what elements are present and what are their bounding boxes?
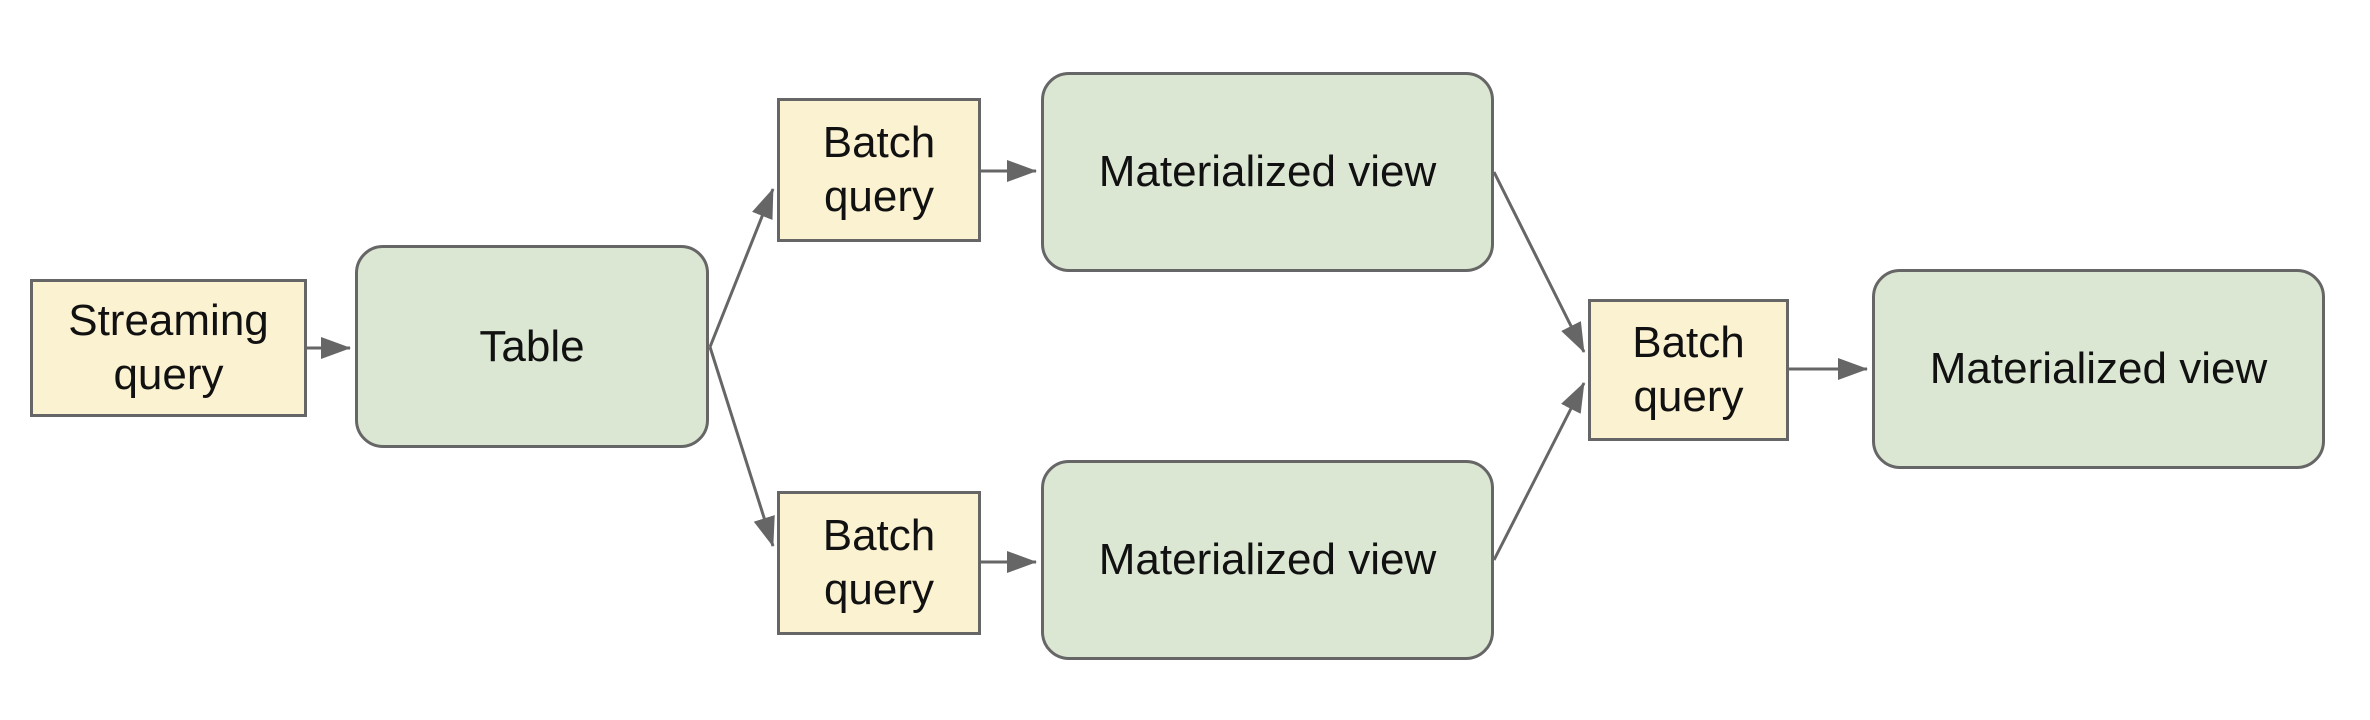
edge-mv-top-to-batch-query-merge (1492, 171, 1586, 353)
node-materialized-view-top[interactable]: Materialized view (1041, 72, 1494, 272)
node-batch-query-top[interactable]: Batch query (777, 98, 981, 242)
node-table[interactable]: Table (355, 245, 709, 448)
node-batch-query-merge[interactable]: Batch query (1588, 299, 1789, 441)
node-materialized-view-top-label: Materialized view (1098, 147, 1437, 197)
node-table-label: Table (479, 321, 585, 371)
edge-table-to-batch-query-top (708, 188, 775, 348)
node-batch-query-bottom-label: Batch query (822, 511, 936, 614)
edge-table-to-batch-query-bottom (708, 346, 775, 547)
node-streaming-query-label: Streaming query (68, 296, 269, 399)
node-materialized-view-bottom[interactable]: Materialized view (1041, 460, 1494, 660)
node-materialized-view-final[interactable]: Materialized view (1872, 269, 2325, 469)
node-batch-query-bottom[interactable]: Batch query (777, 491, 981, 635)
node-batch-query-top-label: Batch query (822, 118, 936, 221)
node-materialized-view-final-label: Materialized view (1929, 344, 2268, 394)
node-materialized-view-bottom-label: Materialized view (1098, 535, 1437, 585)
edge-mv-bottom-to-batch-query-merge (1492, 382, 1586, 561)
node-streaming-query[interactable]: Streaming query (30, 279, 307, 417)
node-batch-query-merge-label: Batch query (1632, 318, 1745, 421)
